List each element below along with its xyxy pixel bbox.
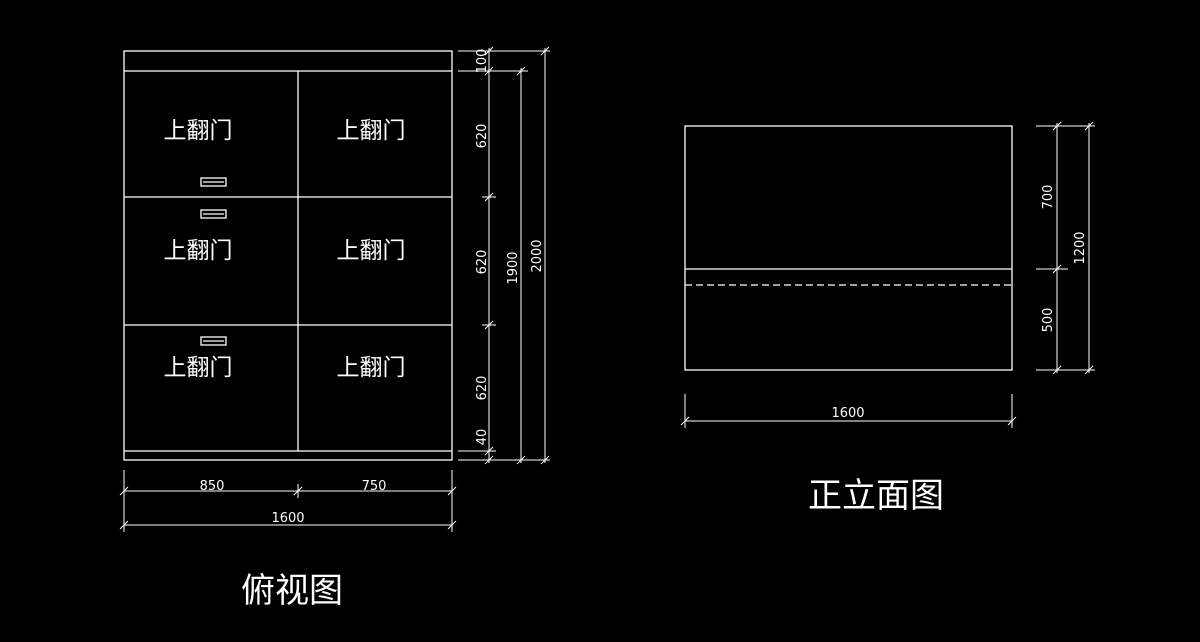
front-view-outline [684, 125, 1013, 371]
front-outline [684, 125, 1013, 371]
door-handles [200, 177, 227, 346]
handle-1 [200, 177, 227, 187]
dim-height-bottom: 40 [475, 429, 490, 446]
dim-width-right: 750 [362, 479, 387, 494]
dim-height-total: 2000 [530, 239, 545, 272]
door-label: 上翻门 [337, 238, 406, 264]
door-label: 上翻门 [164, 118, 233, 144]
handle-3 [200, 336, 227, 346]
top-view-width-dimensions [119, 470, 457, 532]
dim-front-width: 1600 [831, 406, 864, 421]
dim-front-total: 1200 [1073, 231, 1088, 264]
top-view-title: 俯视图 [241, 571, 343, 611]
top-view-height-dimensions [458, 46, 550, 465]
door-label: 上翻门 [164, 355, 233, 381]
front-width-dimension [680, 394, 1017, 428]
dim-height-row1: 620 [475, 124, 490, 149]
dim-height-top: 100 [475, 49, 490, 74]
top-view-cabinet [123, 50, 453, 461]
door-label: 上翻门 [337, 118, 406, 144]
cabinet-outline [123, 50, 453, 461]
dim-height-row2: 620 [475, 250, 490, 275]
dim-front-upper: 700 [1041, 185, 1056, 210]
handle-2 [200, 209, 227, 219]
front-view-title: 正立面图 [808, 476, 944, 516]
dim-height-inner-total: 1900 [506, 251, 521, 284]
door-label: 上翻门 [337, 355, 406, 381]
door-label: 上翻门 [164, 238, 233, 264]
dim-front-lower: 500 [1041, 308, 1056, 333]
dim-width-left: 850 [200, 479, 225, 494]
dim-height-row3: 620 [475, 376, 490, 401]
front-height-dimensions [1036, 121, 1095, 375]
dim-width-total: 1600 [271, 511, 304, 526]
